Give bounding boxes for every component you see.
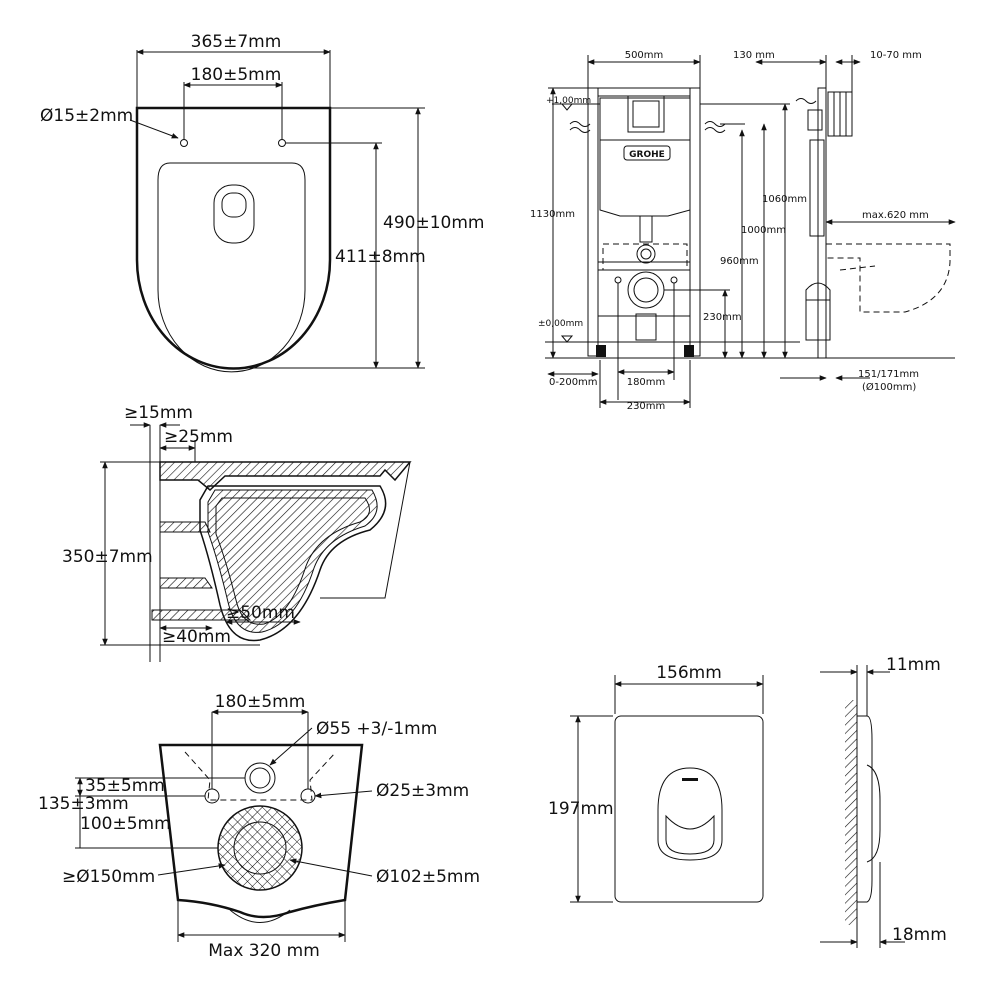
outlet-label: Ø102±5mm: [376, 867, 480, 887]
fixing-hole-right: [278, 139, 286, 147]
wall-hatch: [845, 700, 857, 925]
frame-front-view: GROHE +1,00mm ±0,00mm 500mm: [530, 50, 955, 412]
drain-dia-label: (Ø100mm): [862, 381, 916, 393]
frame-height-label: 1130mm: [530, 209, 575, 220]
rear-spacing-label: 180±5mm: [215, 692, 306, 712]
max-projection-label: max.620 mm: [862, 210, 929, 221]
fixing-hole-left: [180, 139, 188, 147]
h230-label: 230mm: [703, 312, 742, 323]
depth-label: 130 mm: [733, 50, 775, 61]
top-view: 365±7mm 180±5mm Ø15±2mm 490±10mm 411±8mm: [40, 32, 484, 373]
water-inlet-icon: [569, 121, 591, 127]
seat-inner: [157, 162, 306, 373]
frame-width-label: 500mm: [625, 50, 664, 61]
plate-width-label: 156mm: [656, 663, 722, 683]
side-section-view: 350±7mm ≥15mm ≥25mm ≥50mm ≥40mm: [62, 403, 412, 662]
plate-height-label: 197mm: [548, 799, 614, 819]
min50-label: ≥50mm: [226, 603, 295, 623]
flush-plate-front: 156mm 197mm: [548, 663, 764, 903]
frame-upright-right: [689, 87, 701, 357]
hole-front-label: 411±8mm: [335, 247, 426, 267]
plate-thickness-label: 11mm: [886, 655, 941, 675]
min40-label: ≥40mm: [162, 627, 231, 647]
min25-label: ≥25mm: [164, 427, 233, 447]
d100-label: 100±5mm: [80, 814, 171, 834]
min15-label: ≥15mm: [124, 403, 193, 423]
brand-plate: [623, 145, 671, 161]
wall-adjust-label: 10-70 mm: [870, 50, 922, 61]
h1060-label: 1060mm: [762, 194, 807, 205]
hole-spacing-label: 180±5mm: [191, 65, 282, 85]
drain-pipe: [805, 282, 831, 341]
top-width-label: 365±7mm: [191, 32, 282, 52]
flush-button: [657, 767, 723, 861]
d135-label: 135±3mm: [38, 794, 129, 814]
hole-diameter-label: Ø15±2mm: [40, 106, 133, 126]
flush-plate-side: 11mm 18mm: [820, 655, 947, 948]
flush-rim-opening: [213, 184, 255, 244]
h960-label: 960mm: [720, 256, 759, 267]
bolt-label: Ø25±3mm: [376, 781, 469, 801]
plate-depth-label: 18mm: [892, 925, 947, 945]
rear-view: 180±5mm Ø55 +3/-1mm 35±5mm 135±3mm 100±5…: [38, 692, 480, 961]
h1000-label: 1000mm: [741, 225, 786, 236]
bowl-outline: [135, 106, 332, 370]
outlet-circle: [217, 805, 303, 891]
d35-label: 35±5mm: [85, 776, 165, 796]
level-zero-label: ±0,00mm: [538, 319, 583, 329]
frame-side-view: 130 mm 10-70 mm max.620 mm 151/171mm (Ø1…: [733, 50, 956, 393]
spacing-180-label: 180mm: [627, 377, 666, 388]
left-adjust-label: 0-200mm: [549, 377, 598, 388]
hatching-icon: [159, 461, 412, 491]
min150-label: ≥Ø150mm: [62, 867, 155, 887]
cistern: [599, 97, 691, 217]
side-height-label: 350±7mm: [62, 547, 153, 567]
drain-label: 151/171mm: [858, 369, 919, 380]
flush-plate: [614, 715, 764, 903]
actuator-opening: [627, 95, 665, 133]
rear-outline: [158, 743, 364, 919]
waste-outlet: [627, 271, 665, 309]
level-top-label: +1,00mm: [546, 96, 591, 106]
flush-rim-inner: [221, 192, 247, 218]
brand-label: GROHE: [629, 150, 665, 160]
inlet-label: Ø55 +3/-1mm: [316, 719, 437, 739]
spacing-230-label: 230mm: [627, 401, 666, 412]
max-width-label: Max 320 mm: [208, 941, 320, 961]
length-label: 490±10mm: [383, 213, 484, 233]
frame-upright-left: [587, 87, 599, 357]
